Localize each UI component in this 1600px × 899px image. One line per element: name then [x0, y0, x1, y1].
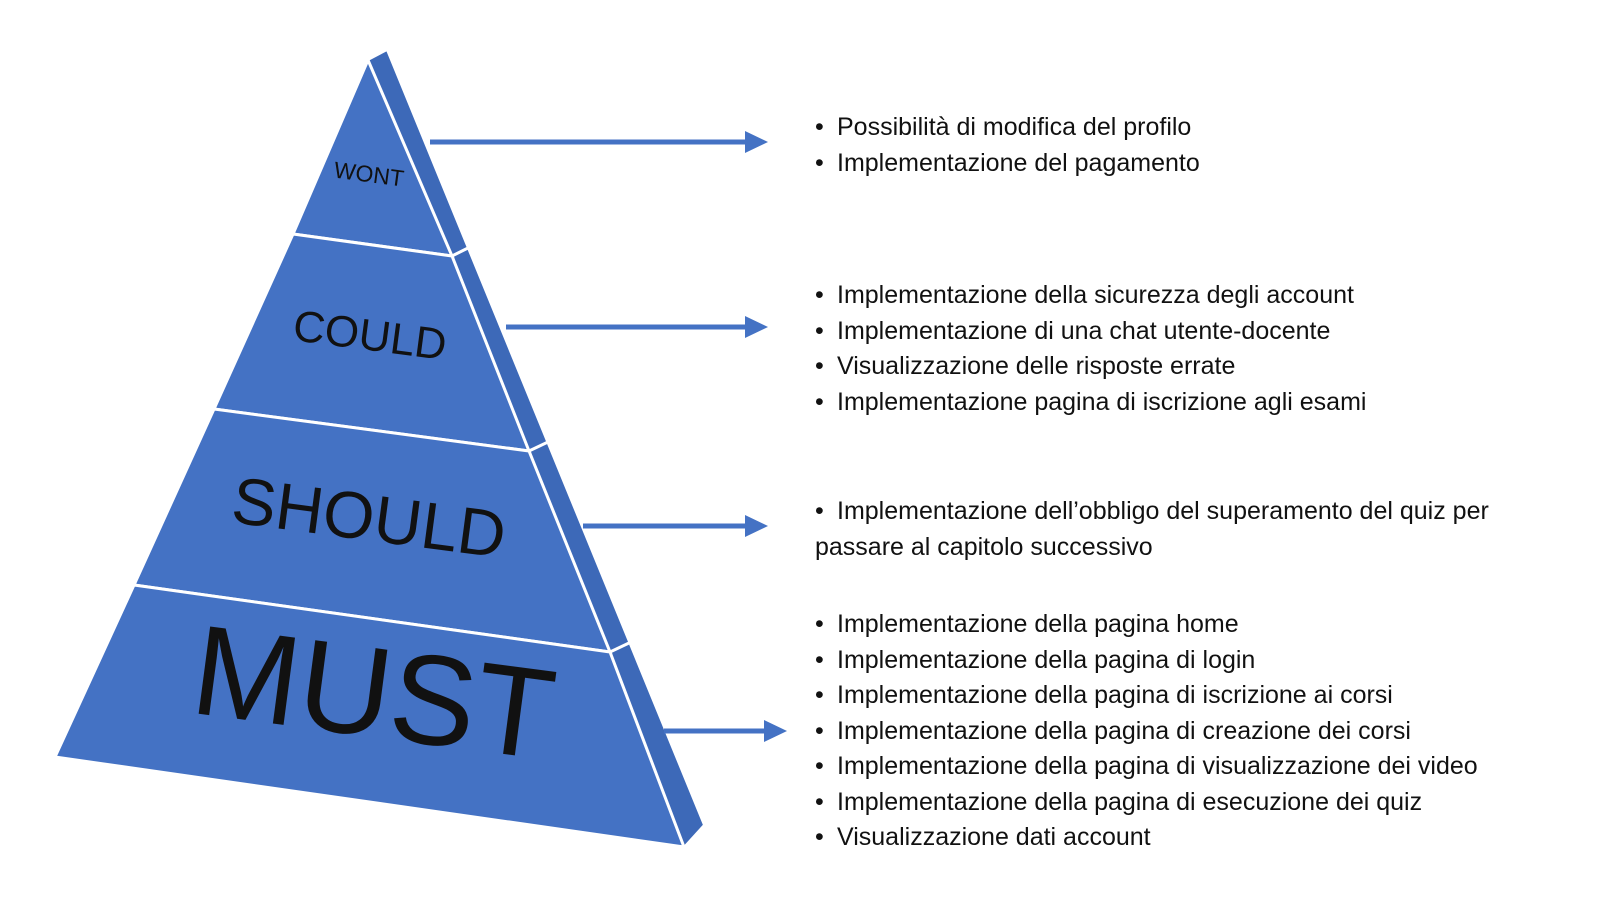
must-items-list: • Implementazione della pagina home • Impl… [815, 607, 1478, 856]
arrow-could [506, 316, 768, 338]
bullet-dot: • [815, 610, 824, 638]
could-item-4: Implementazione pagina di iscrizione agl… [837, 387, 1367, 416]
could-item-2: Implementazione di una chat utente-docen… [837, 316, 1331, 345]
bullet-dot: • [815, 148, 824, 177]
list-item: • Implementazione della pagina di login [815, 643, 1478, 679]
must-item-1: Implementazione della pagina home [837, 610, 1239, 638]
list-item: • Possibilità di modifica del profilo [815, 110, 1200, 146]
must-item-3: Implementazione della pagina di iscrizio… [837, 681, 1393, 709]
list-item: • Visualizzazione dati account [815, 820, 1478, 856]
list-item: • Implementazione del pagamento [815, 146, 1200, 182]
arrow-wont [430, 131, 768, 153]
list-item: • Implementazione della pagina di creazio… [815, 714, 1478, 750]
arrow-should [583, 515, 768, 537]
wont-item-2: Implementazione del pagamento [837, 148, 1200, 177]
bullet-dot: • [815, 281, 824, 309]
bullet-dot: • [815, 716, 824, 745]
list-item: • Visualizzazione delle risposte errate [815, 349, 1366, 385]
bullet-dot: • [815, 823, 824, 851]
side-divider-3 [609, 641, 630, 654]
must-item-4: Implementazione della pagina di creazion… [837, 716, 1411, 745]
side-divider-1 [451, 245, 471, 258]
must-item-2: Implementazione della pagina di login [837, 645, 1256, 674]
list-item: • Implementazione della pagina di esecuzi… [815, 785, 1478, 821]
list-item: • Implementazione della pagina di visuali… [815, 749, 1478, 785]
list-item: • Implementazione della pagina home [815, 607, 1478, 643]
list-item: • Implementazione della pagina di iscrizi… [815, 678, 1478, 714]
list-item: • Implementazione di una chat utente-doce… [815, 314, 1366, 350]
could-item-3: Visualizzazione delle risposte errate [837, 352, 1236, 380]
arrow-must [664, 720, 787, 742]
list-item: • Implementazione della sicurezza degli a… [815, 278, 1366, 314]
bullet-dot: • [815, 681, 824, 709]
should-items-list: •Implementazione dell’obbligo del supera… [815, 494, 1535, 565]
tier-must-shape [52, 583, 687, 849]
should-item-1: Implementazione dell’obbligo del superam… [815, 497, 1489, 561]
bullet-dot: • [815, 752, 824, 780]
bullet-dot: • [815, 497, 824, 525]
must-item-6: Implementazione della pagina di esecuzio… [837, 787, 1423, 816]
wont-items-list: • Possibilità di modifica del profilo • Im… [815, 110, 1200, 181]
wont-item-1: Possibilità di modifica del profilo [837, 113, 1192, 141]
bullet-dot: • [815, 316, 824, 345]
bullet-dot: • [815, 113, 824, 141]
side-divider-2 [528, 440, 549, 453]
bullet-dot: • [815, 645, 824, 674]
bullet-dot: • [815, 787, 824, 816]
bullet-dot: • [815, 352, 824, 380]
must-item-5: Implementazione della pagina di visualiz… [837, 752, 1478, 780]
bullet-dot: • [815, 387, 824, 416]
list-item: •Implementazione dell’obbligo del supera… [815, 494, 1535, 565]
could-items-list: • Implementazione della sicurezza degli a… [815, 278, 1366, 420]
must-item-7: Visualizzazione dati account [837, 823, 1151, 851]
list-item: • Implementazione pagina di iscrizione ag… [815, 385, 1366, 421]
could-item-1: Implementazione della sicurezza degli ac… [837, 281, 1354, 309]
